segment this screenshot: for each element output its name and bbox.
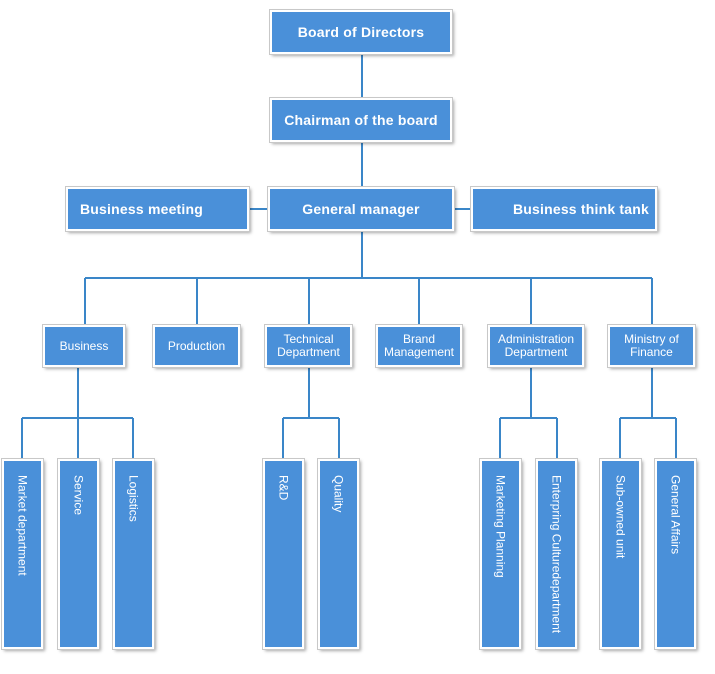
- business-meeting-label: Business meeting: [80, 201, 204, 217]
- sub-owned-unit-box: Sub-owned unit: [599, 458, 642, 650]
- board-of-directors-box: Board of Directors: [269, 9, 453, 55]
- chairman-box: Chairman of the board: [269, 97, 453, 143]
- business-department-box: Business: [42, 324, 126, 368]
- marketing-planning-box: Marketing Planning: [479, 458, 522, 650]
- ministry-of-finance-label: Ministry of Finance: [624, 332, 679, 359]
- business-department-label: Business: [59, 338, 109, 353]
- general-manager-box: General manager: [267, 186, 455, 232]
- general-affairs-label: General Affairs: [668, 475, 683, 555]
- chairman-label: Chairman of the board: [284, 112, 438, 128]
- ministry-of-finance-box: Ministry of Finance: [607, 324, 696, 368]
- production-department-box: Production: [152, 324, 241, 368]
- board-of-directors-label: Board of Directors: [297, 24, 425, 40]
- enterprise-culture-box: Enterpring Culturedepartment: [535, 458, 578, 650]
- brand-management-label: Brand Management: [383, 332, 455, 359]
- marketing-planning-label: Marketing Planning: [493, 475, 508, 578]
- enterprise-culture-label: Enterpring Culturedepartment: [549, 475, 564, 634]
- technical-department-label: Technical Department: [277, 332, 340, 359]
- administration-department-box: Administration Department: [487, 324, 585, 368]
- service-box: Service: [57, 458, 100, 650]
- production-department-label: Production: [167, 338, 226, 353]
- rd-box: R&D: [262, 458, 305, 650]
- technical-department-box: Technical Department: [264, 324, 353, 368]
- business-think-tank-box: Business think tank: [470, 186, 658, 232]
- sub-owned-unit-label: Sub-owned unit: [613, 475, 628, 559]
- logistics-box: Logistics: [112, 458, 155, 650]
- rd-label: R&D: [276, 475, 291, 501]
- general-affairs-box: General Affairs: [654, 458, 697, 650]
- business-think-tank-label: Business think tank: [512, 201, 649, 217]
- brand-management-box: Brand Management: [375, 324, 463, 368]
- service-label: Service: [71, 475, 86, 516]
- quality-box: Quality: [317, 458, 360, 650]
- market-department-box: Market department: [1, 458, 44, 650]
- general-manager-label: General manager: [302, 201, 420, 217]
- quality-label: Quality: [331, 475, 346, 513]
- logistics-label: Logistics: [126, 475, 141, 522]
- business-meeting-box: Business meeting: [65, 186, 250, 232]
- market-department-label: Market department: [15, 475, 30, 576]
- administration-department-label: Administration Department: [497, 332, 575, 359]
